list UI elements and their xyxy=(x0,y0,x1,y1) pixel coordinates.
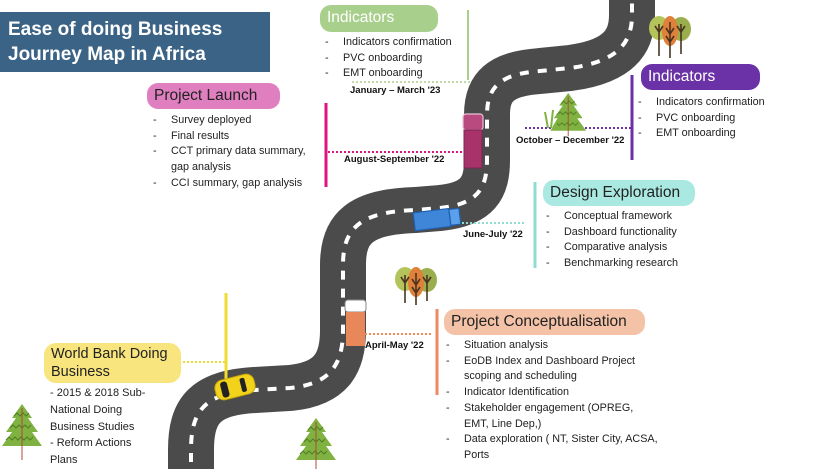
list-item: 2015 & 2018 Sub- National Doing Business… xyxy=(50,385,145,435)
truck-cab xyxy=(462,113,484,131)
list-item: Survey deployed xyxy=(153,113,318,129)
connector-design-exploration xyxy=(462,182,537,268)
pine-tree-icon xyxy=(296,418,336,469)
blue-truck-icon xyxy=(412,207,462,232)
truck-cab xyxy=(344,299,367,313)
list-item: Indicators confirmation xyxy=(325,35,452,51)
milestone-date: January – March '23 xyxy=(350,85,441,96)
list-item: Stakeholder engagement (OPREG, EMT, Line… xyxy=(446,401,658,432)
road-centerline xyxy=(189,0,634,469)
list-item: Dashboard functionality xyxy=(546,225,678,241)
list-item: CCI summary, gap analysis xyxy=(153,176,318,192)
milestone-task-list: Indicators confirmation PVC onboarding E… xyxy=(325,35,452,82)
road xyxy=(168,0,655,469)
milestone-task-list: Situation analysis EoDB Index and Dashbo… xyxy=(446,338,658,464)
title-line-1: Ease of doing Business xyxy=(8,19,223,40)
list-item: EoDB Index and Dashboard Project scoping… xyxy=(446,354,658,385)
grass-icon xyxy=(544,109,561,129)
milestone-header: Design Exploration xyxy=(543,180,695,206)
milestone-task-list: 2015 & 2018 Sub- National Doing Business… xyxy=(50,385,145,469)
truck-cargo xyxy=(346,312,365,346)
tree-trunks xyxy=(654,22,686,58)
yellow-car-icon xyxy=(214,373,256,401)
orange-truck-icon xyxy=(344,299,367,346)
list-item: CCT primary data summary, gap analysis xyxy=(153,144,318,175)
truck-cargo xyxy=(412,207,452,232)
milestone-task-list: Conceptual framework Dashboard functiona… xyxy=(546,209,678,272)
pine-tree-icon xyxy=(2,404,42,460)
truck-cab xyxy=(448,207,462,227)
connector-project-launch xyxy=(324,103,466,187)
milestone-date: October – December '22 xyxy=(516,135,625,146)
truck-cargo xyxy=(463,129,483,169)
list-item: PVC onboarding xyxy=(325,51,452,67)
milestone-date: April-May '22 xyxy=(365,340,424,351)
list-item: Final results xyxy=(153,129,318,145)
milestone-header: World Bank Doing Business xyxy=(44,343,181,383)
title-line-2: Journey Map in Africa xyxy=(8,44,206,65)
milestone-date: August-September '22 xyxy=(344,154,445,165)
magenta-truck-icon xyxy=(462,113,484,169)
list-item: Comparative analysis xyxy=(546,240,678,256)
milestone-task-list: Survey deployed Final results CCT primar… xyxy=(153,113,318,192)
connector-indicators-2023 xyxy=(352,10,470,83)
milestone-header: Project Launch xyxy=(147,83,280,109)
list-item: Reform Actions Plans xyxy=(50,435,145,469)
grass-blades xyxy=(544,109,561,129)
car-windshield xyxy=(220,381,230,398)
list-item: Situation analysis xyxy=(446,338,658,354)
list-item: Benchmarking research xyxy=(546,256,678,272)
list-item: PVC onboarding xyxy=(638,111,765,127)
list-item: Indicators confirmation xyxy=(638,95,765,111)
connector-world-bank xyxy=(183,293,228,383)
deciduous-tree-cluster-icon xyxy=(395,267,437,305)
page-title: Ease of doing Business Journey Map in Af… xyxy=(0,12,270,72)
milestone-header: Indicators xyxy=(320,5,438,32)
pine-tree-icon xyxy=(550,93,587,137)
list-item: Data exploration ( NT, Sister City, ACSA… xyxy=(446,432,658,463)
milestone-task-list: Indicators confirmation PVC onboarding E… xyxy=(638,95,765,142)
list-item: EMT onboarding xyxy=(325,66,452,82)
connector-project-conceptualisation xyxy=(365,309,439,395)
tree-trunks xyxy=(400,273,432,305)
list-item: Indicator Identification xyxy=(446,385,658,401)
deciduous-tree-cluster-icon xyxy=(649,16,691,58)
list-item: Conceptual framework xyxy=(546,209,678,225)
milestone-header: Project Conceptualisation xyxy=(444,309,645,335)
milestone-header: Indicators xyxy=(641,64,760,90)
milestone-date: June-July '22 xyxy=(463,229,523,240)
car-rear-window xyxy=(239,377,247,392)
list-item: EMT onboarding xyxy=(638,126,765,142)
